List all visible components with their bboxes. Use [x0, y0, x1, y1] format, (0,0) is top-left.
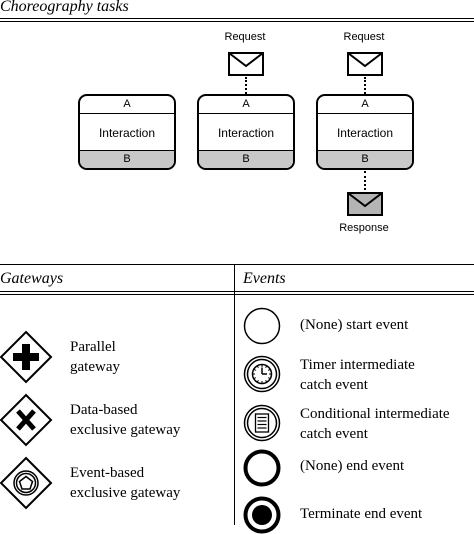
task-name: Interaction — [98, 126, 156, 140]
event-label: Terminate end event — [300, 506, 423, 522]
initiator-band: A — [199, 96, 293, 114]
message-flow-dots — [364, 77, 366, 94]
message-flow-dots — [245, 77, 247, 94]
envelope-icon — [228, 52, 264, 76]
terminate-end-event-icon — [243, 496, 281, 534]
event-based-exclusive-gateway-icon — [0, 456, 53, 510]
message-flow-dots — [364, 171, 366, 190]
divider — [0, 21, 474, 22]
choreography-task: A Interaction B — [78, 94, 176, 170]
response-label: Response — [339, 222, 389, 234]
participant-band: B — [199, 150, 293, 168]
task-name: Interaction — [336, 126, 394, 140]
request-label: Request — [343, 31, 385, 43]
envelope-filled-icon — [347, 192, 383, 216]
initiator-band: A — [318, 96, 412, 114]
participant-band: B — [318, 150, 412, 168]
choreography-task: A Interaction B — [197, 94, 295, 170]
events-title: Events — [243, 270, 286, 287]
initiator-band: A — [80, 96, 174, 114]
divider — [0, 294, 474, 295]
start-event-icon — [243, 307, 281, 345]
request-label: Request — [224, 31, 266, 43]
timer-event-icon — [243, 355, 281, 393]
divider — [0, 264, 474, 265]
data-based-exclusive-gateway-icon — [0, 393, 53, 447]
divider — [0, 291, 474, 292]
envelope-icon — [347, 52, 383, 76]
choreography-task: A Interaction B — [316, 94, 414, 170]
divider — [0, 18, 474, 19]
end-event-icon — [243, 449, 281, 487]
participant-band: B — [80, 150, 174, 168]
column-divider — [234, 264, 235, 525]
parallel-gateway-icon — [0, 330, 53, 384]
task-name: Interaction — [217, 126, 275, 140]
event-label: (None) start event — [300, 317, 409, 333]
event-label: (None) end event — [300, 458, 405, 474]
gateways-title: Gateways — [0, 270, 64, 287]
conditional-event-icon — [243, 404, 281, 442]
choreography-title: Choreography tasks — [0, 0, 129, 15]
